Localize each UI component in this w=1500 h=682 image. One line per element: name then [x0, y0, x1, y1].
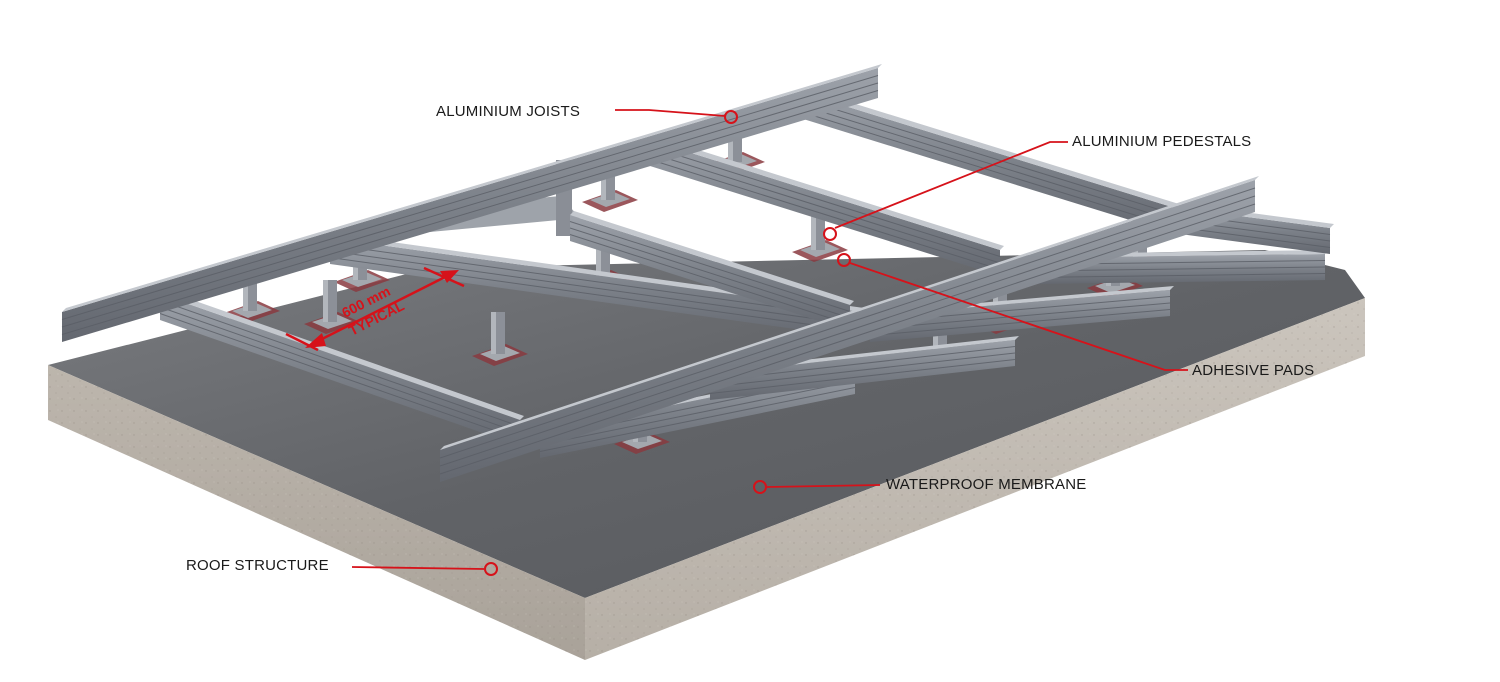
cross-joist-4-groove: [649, 146, 1001, 257]
cross-joist-7-groove: [709, 359, 1016, 394]
pedestal-12: [304, 280, 360, 334]
cross-joist-2-groove: [329, 244, 861, 319]
main-joist-back: [61, 64, 882, 342]
callout-roof-structure: ROOF STRUCTURE: [186, 557, 498, 576]
cross-joist-9-groove: [1029, 266, 1326, 272]
main-joist-front-groove: [439, 203, 1256, 475]
main-joist-back-groove: [61, 75, 879, 320]
cross-joist-3-groove: [569, 227, 851, 319]
leader-pedestals: [834, 141, 1068, 229]
label-membrane: WATERPROOF MEMBRANE: [886, 476, 1086, 493]
main-joist-front: [439, 176, 1259, 482]
dimension-tick-right: [423, 266, 465, 288]
cross-joist-1: [159, 290, 524, 446]
pedestal-group: [224, 120, 1170, 454]
roof-front-texture: [48, 365, 585, 660]
joist-group: [61, 64, 1334, 482]
dimension-arrow-right: [440, 270, 459, 283]
cross-joist-1-flange: [160, 290, 524, 420]
leader-roof-structure: [351, 566, 485, 570]
cross-joist-5-groove: [799, 98, 1176, 215]
cross-joist-5: [799, 88, 1179, 234]
leader-joists: [615, 109, 726, 117]
cross-joist-2-groove: [329, 257, 861, 332]
callout-adhesive-pads: ADHESIVE PADS: [837, 253, 1314, 379]
main-joist-back-groove: [61, 90, 879, 335]
pedestal-8-stem-highlight: [993, 280, 998, 322]
cross-joist-4: [649, 136, 1004, 276]
cross-joist-2-groove: [329, 250, 861, 326]
pedestal-1-stem-highlight: [491, 312, 496, 354]
callout-pedestals: ALUMINIUM PEDESTALS: [823, 133, 1251, 241]
cross-joist-3-groove: [569, 234, 851, 325]
main-joist-front-flange: [440, 176, 1259, 450]
cross-joist-5-flange: [800, 88, 1179, 208]
cross-joist-6-groove: [539, 380, 856, 446]
cross-joist-4-groove: [649, 152, 1001, 264]
cross-joist-9-groove: [1029, 273, 1326, 278]
pedestal-12-stem-highlight: [323, 280, 328, 322]
cross-joist-3: [569, 211, 854, 331]
marker-roof-structure: [484, 562, 498, 576]
main-joist-back-groove: [61, 82, 879, 328]
label-pedestals: ALUMINIUM PEDESTALS: [1072, 133, 1251, 150]
cross-joist-4-groove: [649, 159, 1001, 270]
dimension-line: [317, 274, 448, 343]
cross-joist-1-groove: [159, 313, 521, 440]
pedestal-3-stem-highlight: [811, 208, 816, 250]
cross-joist-6-groove: [539, 387, 856, 452]
main-joist-front-groove: [439, 187, 1256, 459]
leader-adhesive-pads: [849, 262, 1188, 371]
cross-joist-3-flange: [570, 211, 854, 305]
pedestal-6-stem-highlight: [933, 316, 938, 358]
cross-joist-10-groove: [1179, 227, 1331, 248]
cross-joist-4-flange: [650, 136, 1004, 250]
dimension-arrow-left: [305, 333, 326, 348]
pedestal-1: [472, 312, 528, 366]
main-joist-back-flange: [62, 64, 882, 312]
label-joists: ALUMINIUM JOISTS: [436, 103, 580, 120]
pedestal-2-stem-highlight: [596, 238, 601, 280]
roof-side-texture: [585, 298, 1365, 660]
marker-adhesive-pads: [837, 253, 851, 267]
cross-joist-3-groove: [569, 221, 851, 312]
cross-joist-8-groove: [869, 309, 1171, 336]
main-joist-front-groove: [439, 195, 1256, 467]
cross-joist-1-groove: [159, 300, 521, 427]
pedestal-14-stem-highlight: [243, 269, 248, 311]
dimension-tick-left: [285, 332, 319, 352]
callout-joists: ALUMINIUM JOISTS: [436, 103, 738, 124]
leader-membrane: [766, 484, 881, 488]
callout-membrane: WATERPROOF MEMBRANE: [753, 476, 1086, 494]
cross-joist-7-groove: [709, 352, 1016, 388]
cross-joist-1-groove: [159, 306, 521, 434]
marker-membrane: [753, 480, 767, 494]
cross-joist-5-groove: [799, 111, 1176, 228]
label-adhesive-pads: ADHESIVE PADS: [1192, 362, 1314, 379]
marker-pedestals: [823, 227, 837, 241]
cross-joist-8-groove: [869, 302, 1171, 330]
label-roof-structure: ROOF STRUCTURE: [186, 557, 329, 574]
pedestal-3: [792, 208, 848, 262]
cross-joist-5-groove: [799, 104, 1176, 222]
marker-joists: [724, 110, 738, 124]
